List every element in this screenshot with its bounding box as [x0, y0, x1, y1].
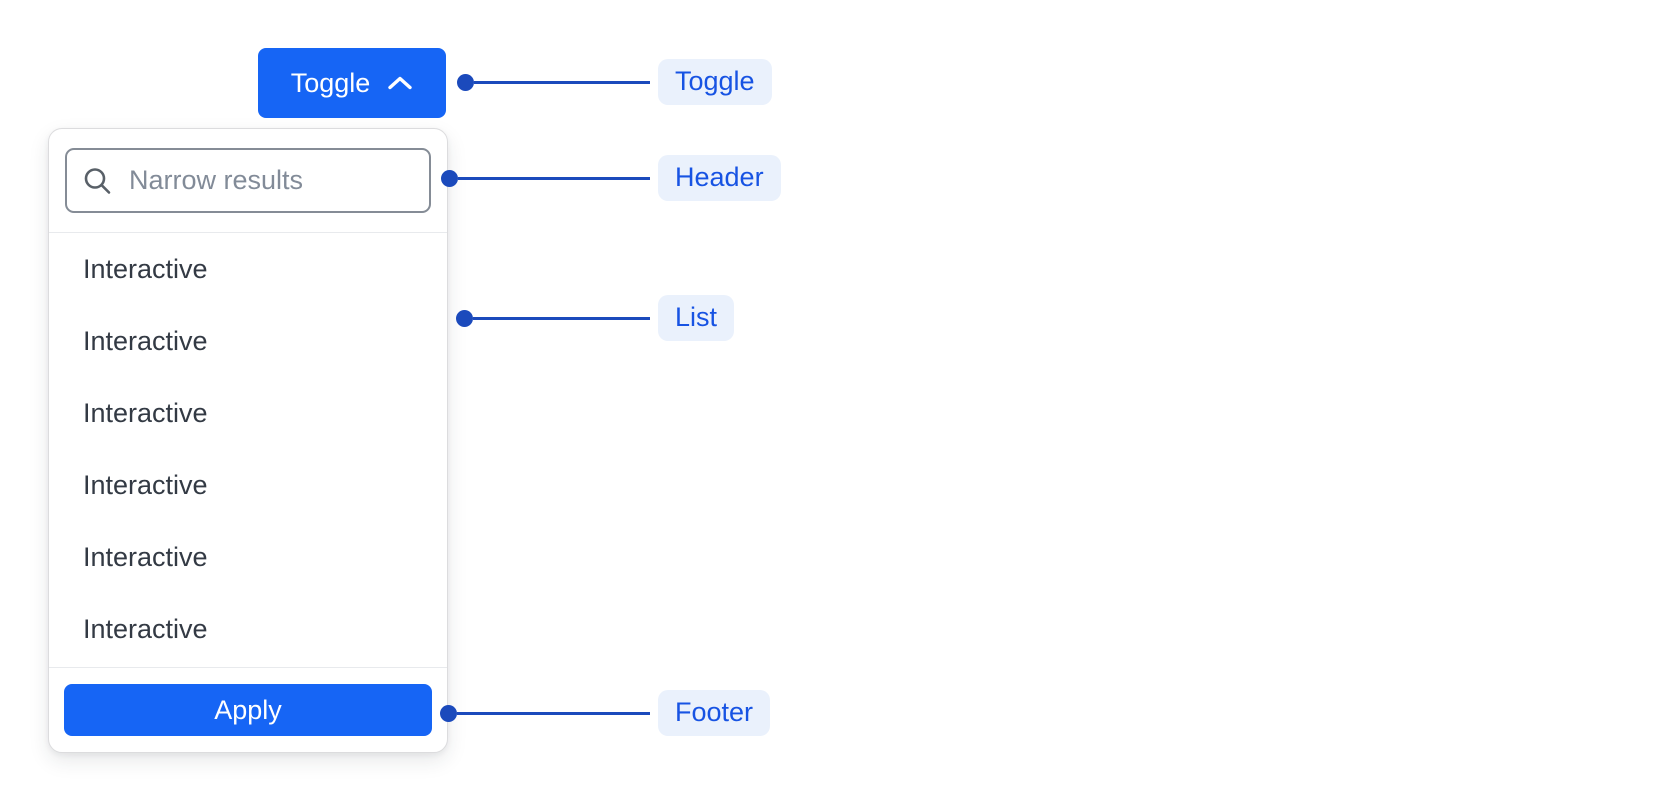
callout-label-footer: Footer: [658, 690, 771, 736]
callout-list: List: [456, 295, 735, 341]
callout-label-header: Header: [658, 155, 781, 201]
callout-line: [457, 711, 650, 715]
callout-line: [473, 316, 650, 320]
toggle-button[interactable]: Toggle: [258, 48, 446, 118]
list-item[interactable]: Interactive: [83, 325, 208, 356]
chevron-up-icon: [387, 68, 413, 99]
list-item[interactable]: Interactive: [83, 469, 208, 500]
dropdown-panel: Interactive Interactive Interactive Inte…: [48, 128, 448, 753]
callout-dot: [457, 73, 474, 91]
dropdown-list: Interactive Interactive Interactive Inte…: [49, 233, 447, 667]
callout-line: [474, 80, 650, 84]
callout-toggle: Toggle: [457, 59, 772, 105]
callout-line: [458, 176, 650, 180]
dropdown-footer: Apply: [49, 667, 447, 752]
callout-header: Header: [441, 155, 781, 201]
toggle-button-label: Toggle: [290, 67, 371, 98]
list-item[interactable]: Interactive: [83, 541, 208, 572]
dropdown-header: [49, 129, 447, 233]
list-item[interactable]: Interactive: [83, 613, 208, 644]
callout-label-toggle: Toggle: [658, 59, 772, 105]
callout-dot: [456, 309, 473, 327]
list-item[interactable]: Interactive: [83, 397, 208, 428]
search-input[interactable]: [65, 148, 431, 213]
callout-label-list: List: [658, 295, 735, 341]
list-item[interactable]: Interactive: [83, 253, 208, 284]
apply-button[interactable]: Apply: [64, 684, 432, 736]
search-box: [65, 148, 431, 213]
callout-footer: Footer: [440, 690, 771, 736]
